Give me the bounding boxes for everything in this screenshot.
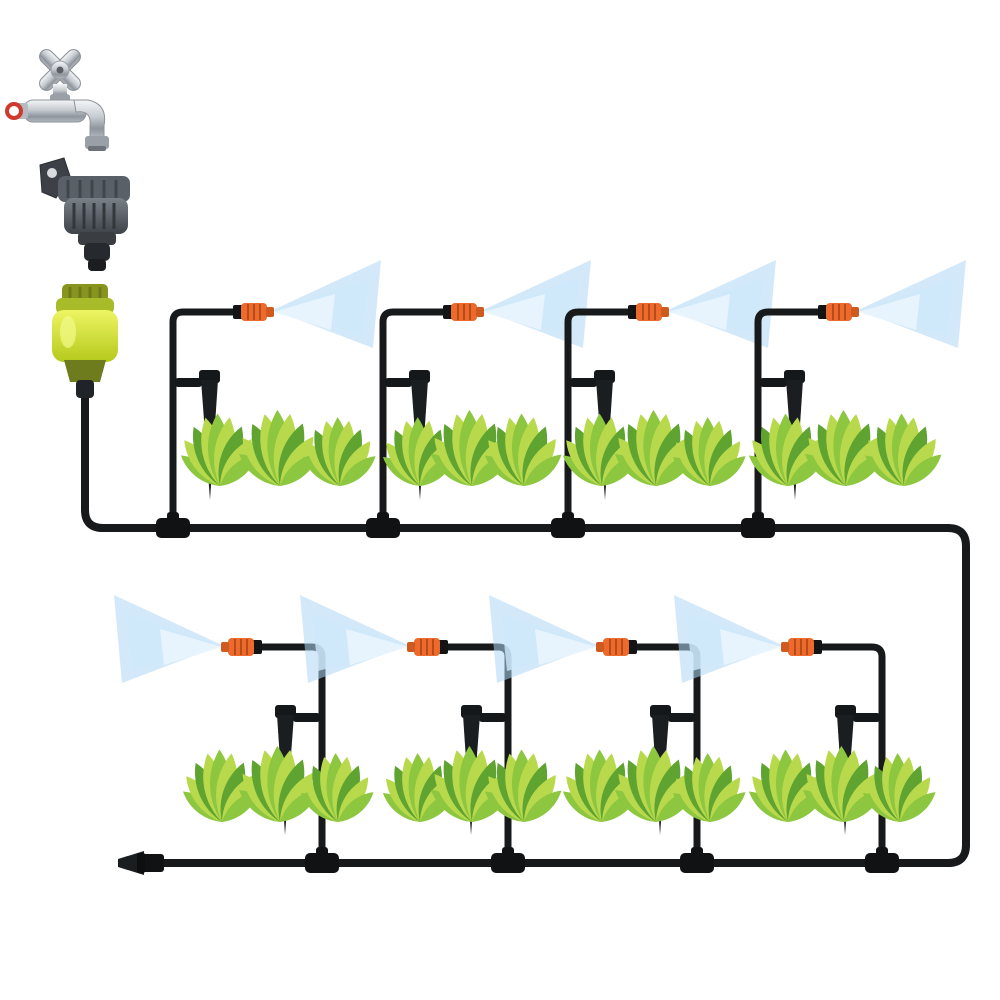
- faucet-aerator: [85, 136, 109, 149]
- sprinkler-stake-top-1: [156, 260, 381, 538]
- grass-clump: [859, 753, 940, 828]
- adapter-body-ribs: [72, 203, 116, 229]
- adapter-nipple: [84, 243, 110, 261]
- main-supply-line: [81, 388, 970, 867]
- grass-clump: [299, 417, 380, 492]
- quick-connector: [52, 284, 118, 398]
- handle-cap: [56, 66, 64, 74]
- connector-thread-ribs: [68, 287, 102, 299]
- adapter-wing-hole: [47, 168, 57, 178]
- end-plug-rib: [137, 853, 145, 873]
- adapter-step: [78, 232, 116, 245]
- grass-clump: [860, 413, 946, 492]
- connector-nipple: [76, 380, 94, 398]
- faucet: [5, 49, 109, 151]
- sprinkler-stake-bottom-4: [674, 595, 899, 873]
- connector-thread: [62, 284, 108, 302]
- adapter-tip: [88, 259, 106, 271]
- end-plug: [118, 851, 164, 875]
- connector-skirt: [64, 360, 106, 382]
- tap-adapter: [39, 157, 130, 271]
- sprinkler-stake-top-2: [366, 260, 591, 538]
- adapter-body: [64, 198, 128, 234]
- sprinkler-stake-top-4: [741, 260, 966, 538]
- faucet-sticker: [5, 102, 23, 120]
- adapter-top-ring: [58, 176, 130, 202]
- connector-highlight: [60, 316, 76, 348]
- faucet-outlet: [88, 146, 106, 151]
- sprinkler-stake-bottom-2: [300, 595, 525, 873]
- end-plug-collar: [142, 854, 164, 872]
- grass-clump: [297, 753, 378, 828]
- faucet-handle: [39, 49, 81, 91]
- grass-clump: [669, 753, 750, 828]
- adapter-top-ribs: [66, 180, 118, 198]
- grass-clump: [669, 417, 750, 492]
